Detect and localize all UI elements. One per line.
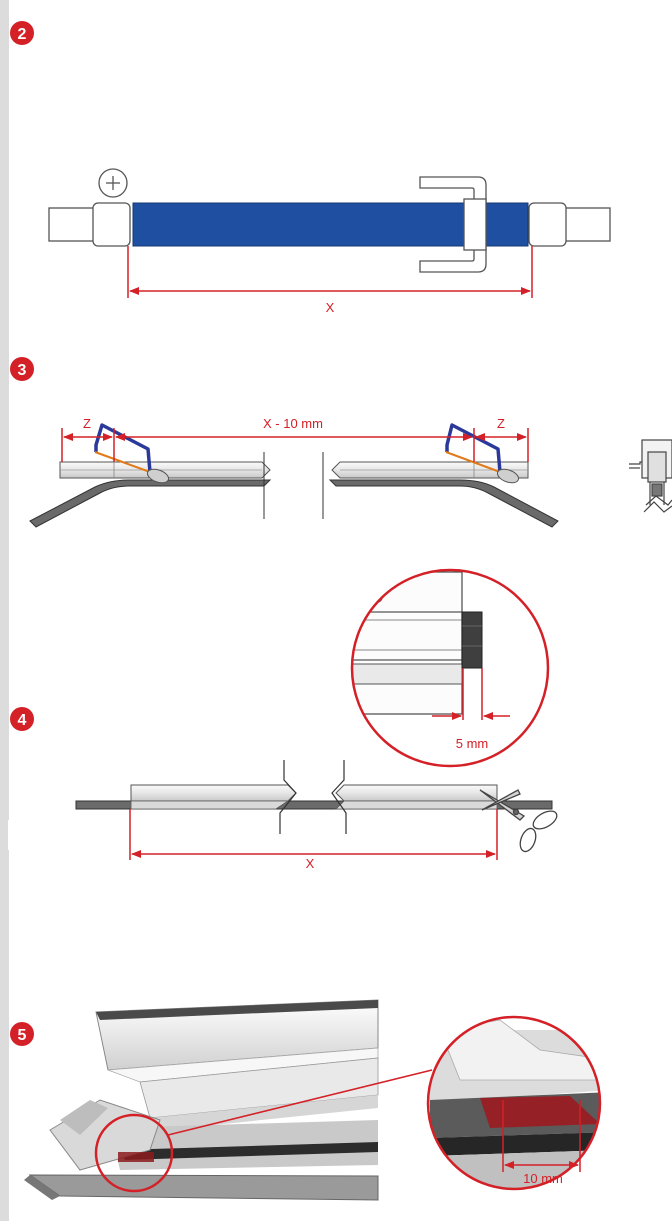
step-badge-3: 3 xyxy=(10,357,34,381)
step-badge-5 xyxy=(10,822,34,846)
dimension-x xyxy=(127,246,533,298)
scissors-icon xyxy=(479,789,558,853)
dimension-z-left-label: Z xyxy=(83,416,91,431)
plus-icon xyxy=(98,168,128,198)
rail-left-section xyxy=(29,452,272,528)
dimension-x-label: X xyxy=(326,300,335,315)
dimension-x-minus-10-label: X - 10 mm xyxy=(263,416,323,431)
detail-5mm-label: 5 mm xyxy=(456,736,489,751)
dimension-x-step4 xyxy=(129,809,498,860)
detail-magnifier-5mm: 5 mm xyxy=(350,568,550,768)
right-end-cap xyxy=(528,202,611,247)
svg-text:4: 4 xyxy=(18,712,27,729)
dimension-x-minus-10 xyxy=(115,428,475,462)
hacksaw-icon xyxy=(445,423,520,484)
blue-profile-bar xyxy=(132,202,529,247)
dimension-z-left xyxy=(61,428,115,462)
step-4: 4 5 mm xyxy=(10,568,558,871)
dimension-x-step4-label: X xyxy=(306,856,315,871)
side-strip xyxy=(0,0,9,1221)
rail-with-seal xyxy=(75,760,553,834)
profile-cross-section xyxy=(629,439,672,513)
step-badge-2: 2 xyxy=(10,21,34,45)
step-3: 3 xyxy=(10,357,672,528)
step-2: 2 X xyxy=(10,21,611,315)
svg-text:2: 2 xyxy=(18,26,27,43)
dimension-z-right-label: Z xyxy=(497,416,505,431)
dimension-z-right xyxy=(475,428,529,462)
step-badge-4: 4 xyxy=(10,707,34,731)
clamp-bracket xyxy=(419,176,487,273)
svg-text:3: 3 xyxy=(18,362,27,379)
left-end-cap xyxy=(48,202,131,247)
hacksaw-icon xyxy=(94,423,170,484)
step-5 xyxy=(10,822,34,846)
rail-right-section xyxy=(322,452,559,528)
